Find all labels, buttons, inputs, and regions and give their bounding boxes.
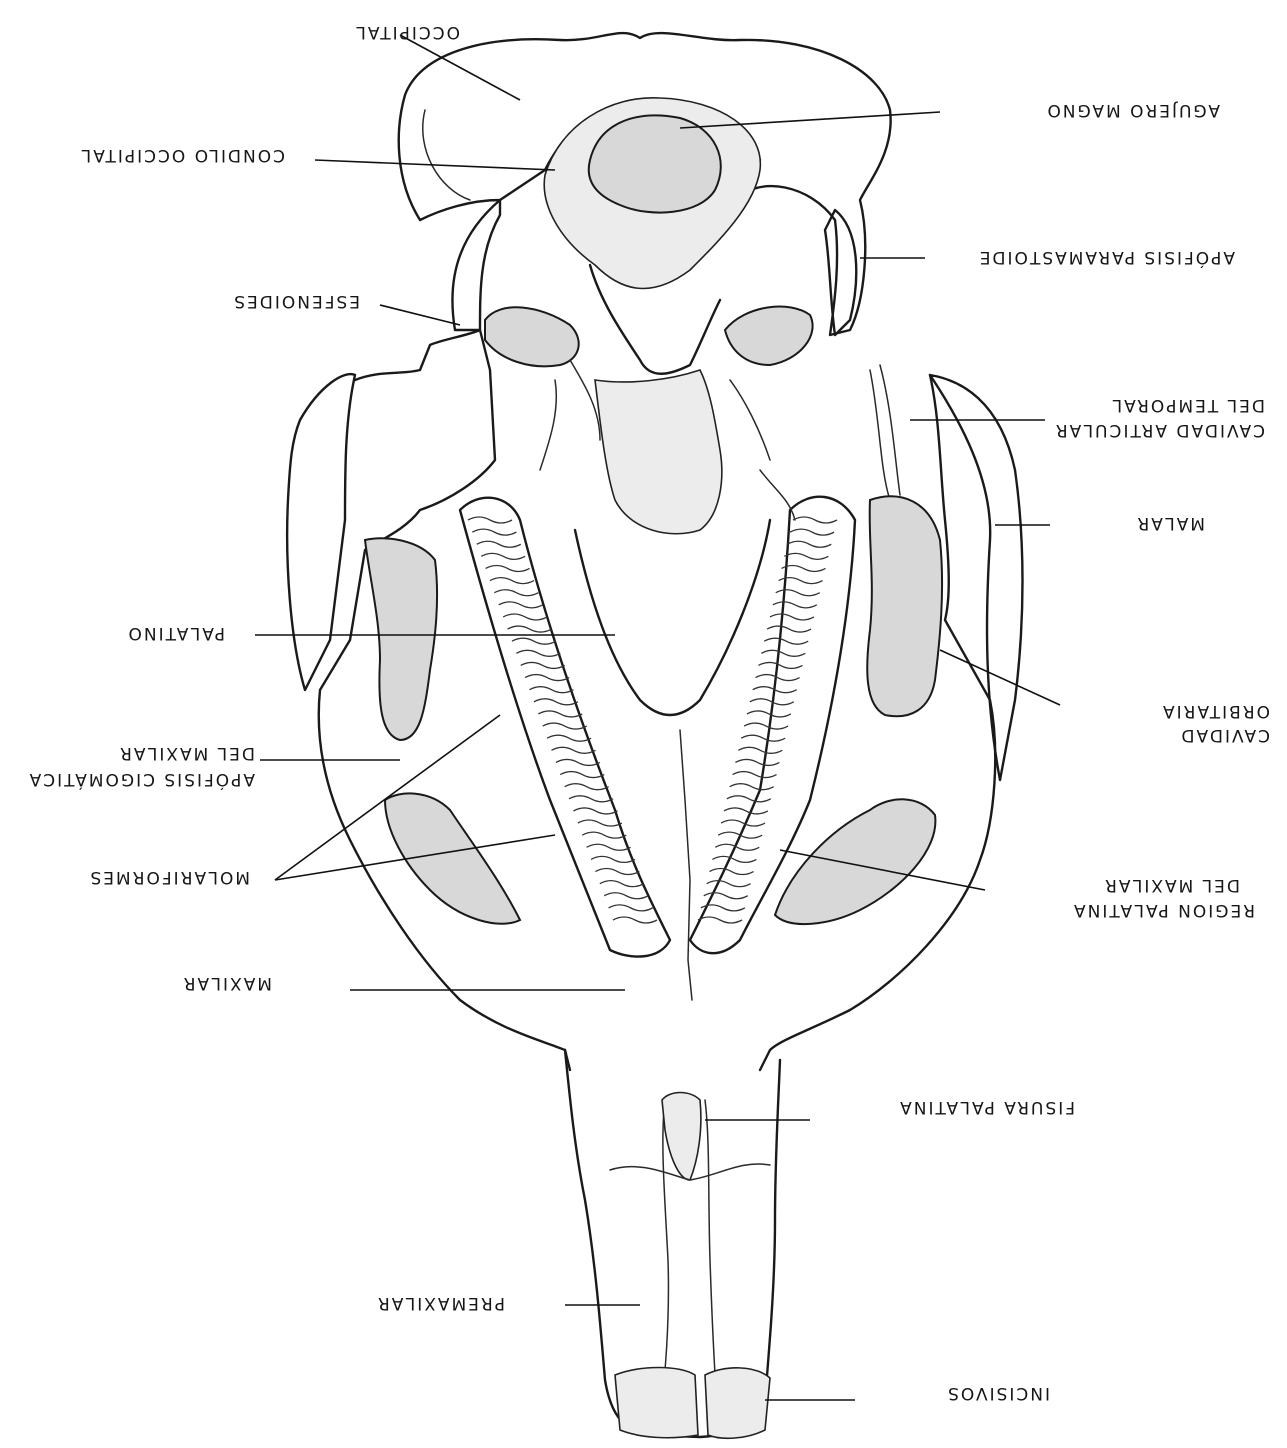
label-cavidad-articular: CAVIDAD ARTICULAR <box>1054 420 1265 440</box>
label-esfenoides: ESFENOIDES <box>232 291 360 311</box>
label-region-palatina: REGION PALATINA <box>1072 900 1255 920</box>
label-condilo-occipital: CONDILO OCCIPITAL <box>80 145 285 165</box>
label-del-maxilar: DEL MAXILAR <box>118 743 255 763</box>
label-molariformes: MOLARIFORMES <box>88 867 250 887</box>
label-malar: MALAR <box>1135 513 1205 533</box>
label-orbitaria: ORBITARIA <box>1161 701 1270 721</box>
label-occipital: OCCIPITAL <box>354 22 460 42</box>
label-agujero-magno: AGUJERO MAGNO <box>1045 100 1220 120</box>
label-incisivos: INCISIVOS <box>946 1383 1050 1403</box>
label-palatino: PALATINO <box>127 623 225 643</box>
molar-ridges-left <box>468 517 657 923</box>
label-maxilar: MAXILAR <box>182 973 272 993</box>
label-apofisis-cigomatica: APÓFISIS CIGOMÁTICA <box>28 769 255 791</box>
skull-outline <box>287 33 1022 1438</box>
label-region-del-maxilar: DEL MAXILAR <box>1103 875 1240 895</box>
label-apofisis-paramastoide: APÓFISIS PARAMASTOIDE <box>978 247 1235 269</box>
label-fisura-palatina: FISURA PALATINA <box>898 1097 1075 1117</box>
label-cavidad: CAVIDAD <box>1179 725 1270 745</box>
label-premaxilar: PREMAXILAR <box>376 1293 505 1313</box>
label-del-temporal: DEL TEMPORAL <box>1111 395 1265 415</box>
